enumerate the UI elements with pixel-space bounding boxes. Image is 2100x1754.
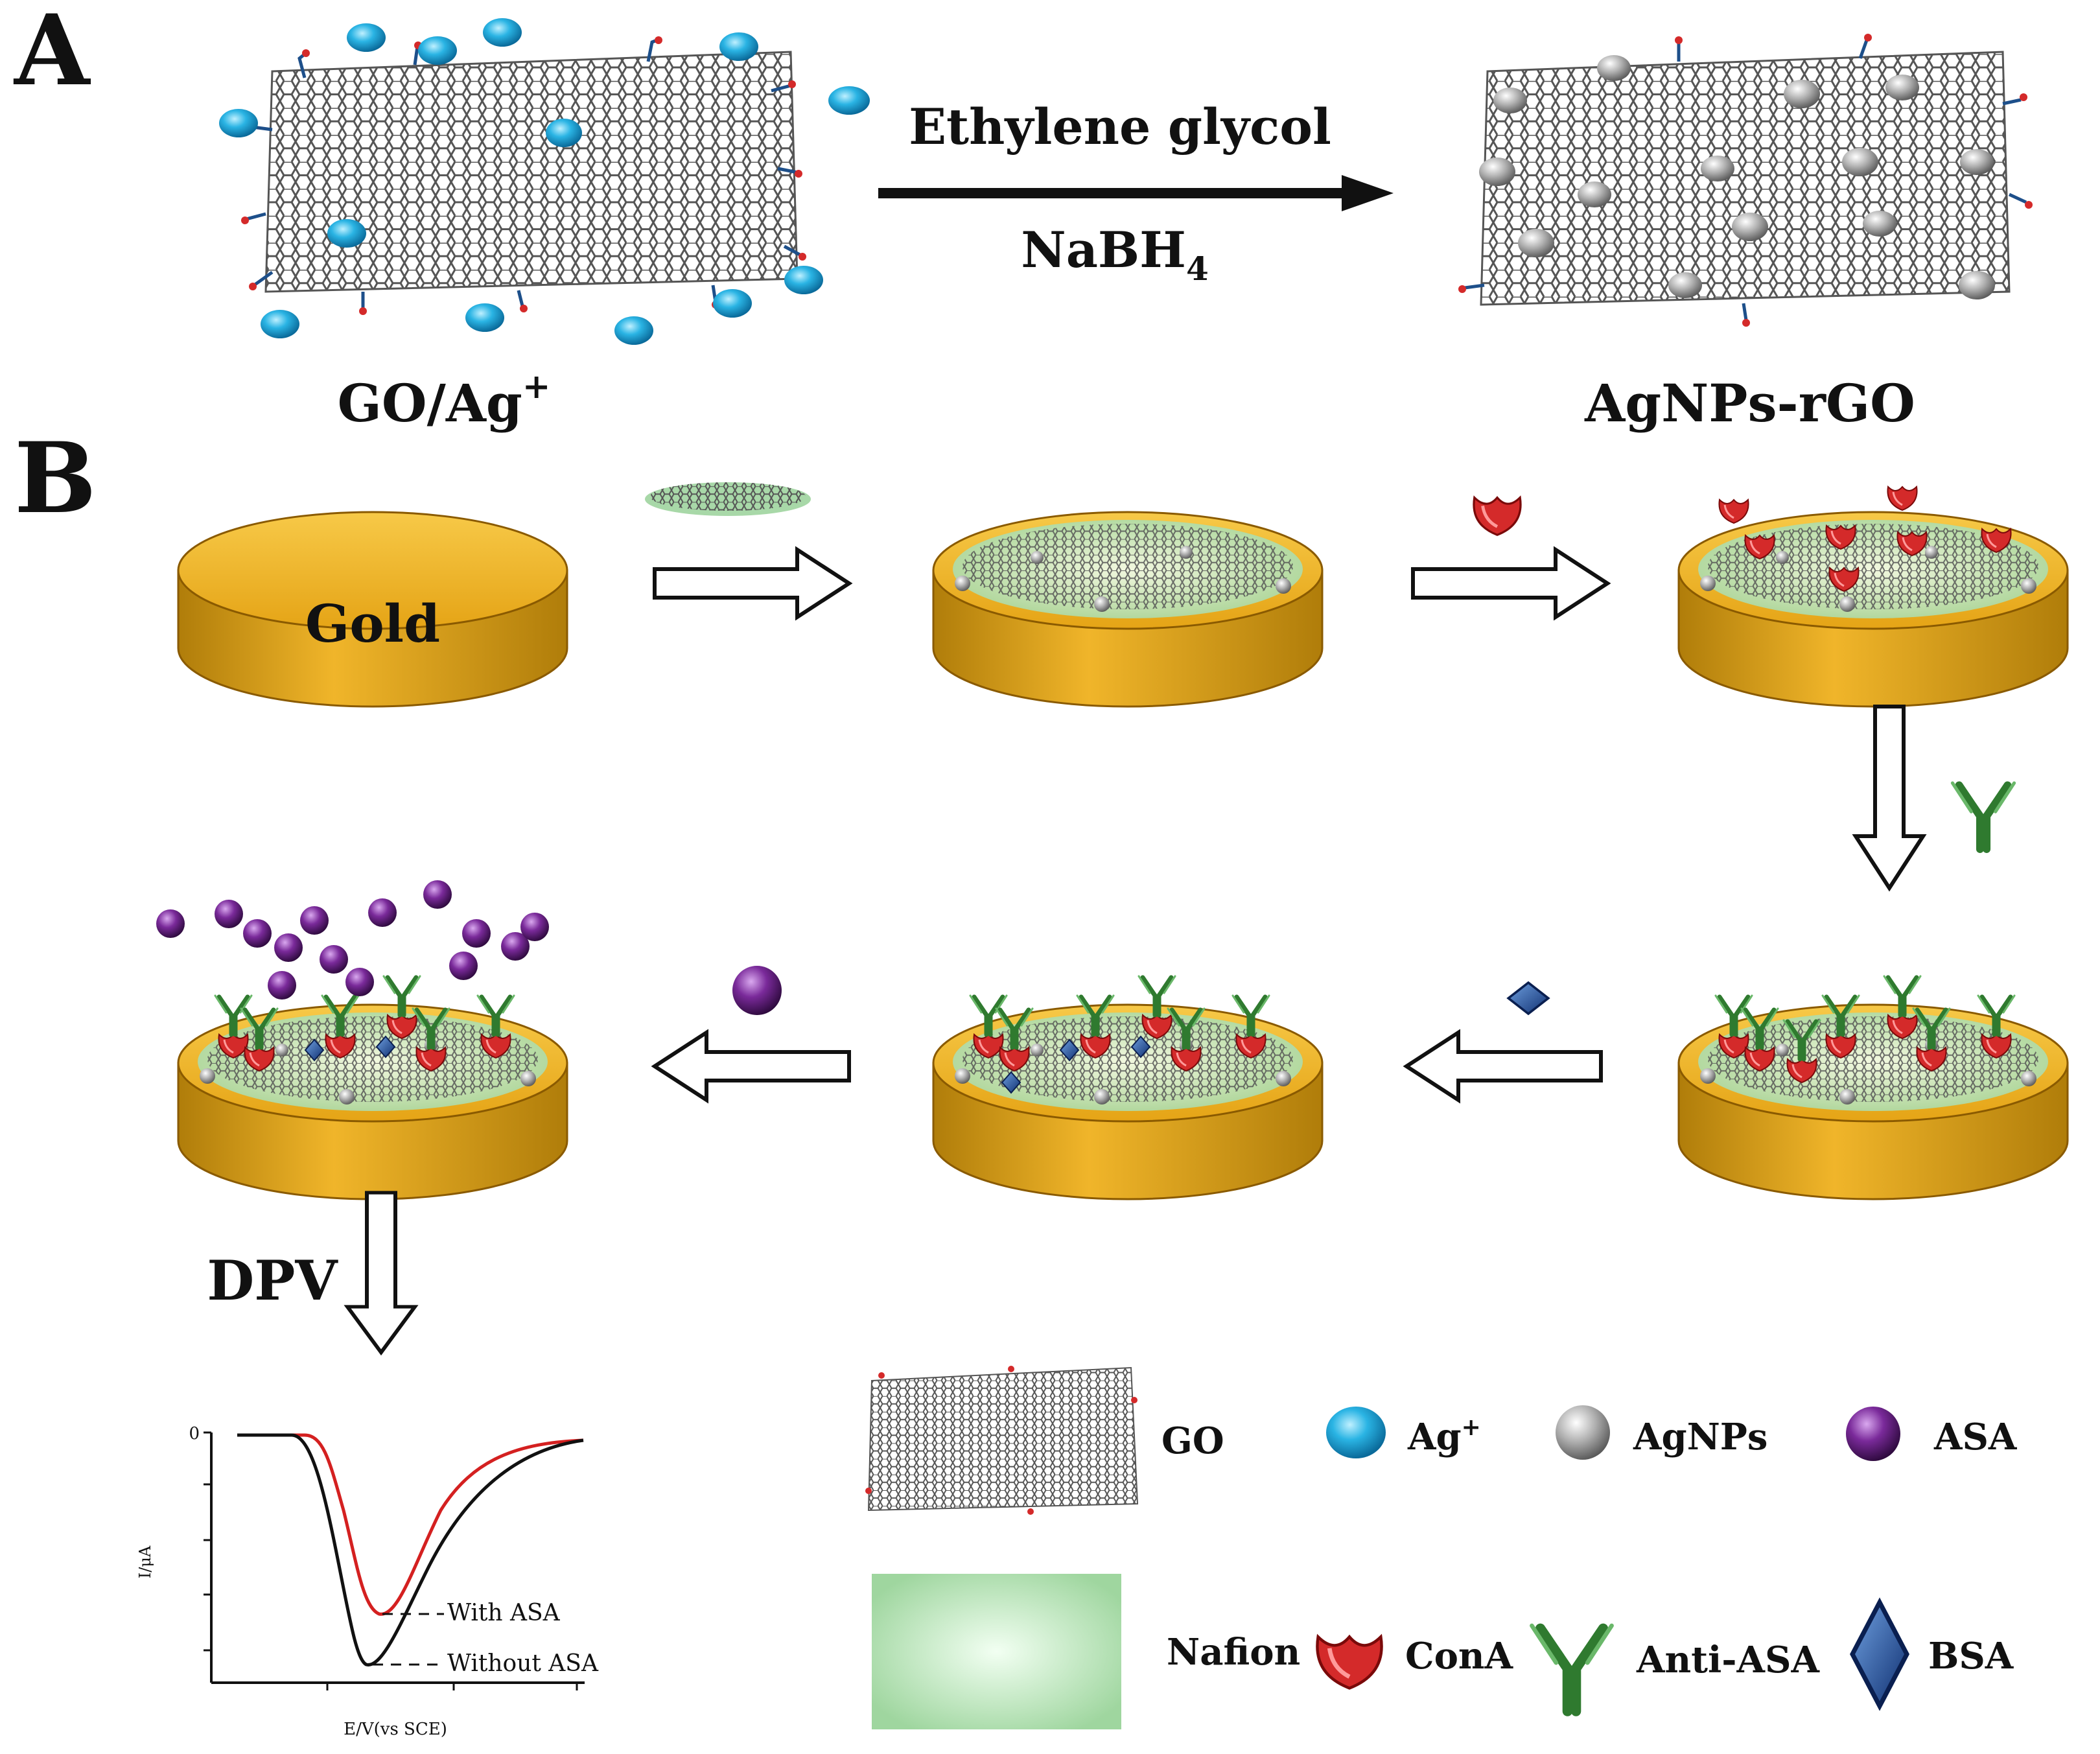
dpv-with-asa-label: With ASA — [447, 1600, 561, 1626]
arrow-step-4 — [1406, 1033, 1601, 1100]
dpv-plot: 0 I/μA E/V(vs SCE) With ASA Without ASA — [136, 1424, 599, 1739]
reagent-nabh4: NaBH4 — [1021, 221, 1209, 288]
legend-go-swatch — [865, 1366, 1139, 1515]
dpv-curve-with-asa — [237, 1433, 584, 1616]
bare-gold-electrode: Gold — [177, 511, 568, 708]
gold-label: Gold — [305, 593, 440, 654]
legend-nafion-label: Nafion — [1167, 1631, 1300, 1674]
asa-reagent-icon — [732, 966, 782, 1015]
legend-ag-ion-label: Ag+ — [1407, 1414, 1481, 1458]
reagent-ethylene-glycol: Ethylene glycol — [909, 98, 1331, 156]
arrow-dpv — [347, 1193, 415, 1352]
legend-cona-swatch — [1317, 1637, 1381, 1688]
legend-bsa-label: BSA — [1928, 1635, 2014, 1678]
anti-asa-reagent-icon — [1952, 783, 2014, 849]
electrode-anti-asa — [1679, 976, 2068, 1199]
arrow-step-3 — [1856, 707, 1923, 888]
dpv-without-asa-label: Without ASA — [447, 1650, 599, 1677]
electrode-agnps-rgo — [933, 512, 1322, 707]
dpv-label: DPV — [207, 1248, 338, 1313]
dpv-y-label: I/μA — [136, 1545, 154, 1578]
legend-cona-label: ConA — [1405, 1635, 1514, 1678]
agnp-particles — [1479, 55, 1995, 299]
legend-anti-asa-swatch — [1532, 1626, 1611, 1711]
legend-bsa-swatch — [1852, 1602, 1907, 1706]
legend-go-label: GO — [1161, 1420, 1224, 1462]
panel-b-letter: B — [14, 421, 97, 535]
cona-reagent-icon — [1474, 498, 1521, 535]
label-agnps-rgo: AgNPs-rGO — [1584, 373, 1915, 434]
dpv-x-label: E/V(vs SCE) — [344, 1720, 447, 1739]
label-go-ag: GO/Ag+ — [338, 367, 551, 434]
arrow-step-1 — [655, 550, 849, 617]
legend: GO Ag+ AgNPs ASA Nafion ConA Anti-ASA BS… — [865, 1366, 2018, 1729]
legend-anti-asa-label: Anti-ASA — [1636, 1639, 1820, 1681]
ag-ion-particles — [219, 18, 870, 345]
go-ag-sheet — [219, 18, 870, 345]
agnps-rgo-sheet — [1458, 34, 2033, 327]
arrow-step-5 — [655, 1033, 849, 1100]
legend-agnps-label: AgNPs — [1633, 1416, 1768, 1458]
dpv-curve-without-asa — [237, 1433, 584, 1666]
legend-ag-ion-swatch — [1326, 1407, 1386, 1458]
electrode-cona — [1679, 485, 2068, 707]
legend-nafion-swatch — [872, 1574, 1121, 1729]
arrow-step-2 — [1413, 550, 1607, 617]
bsa-reagent-icon — [1508, 983, 1548, 1014]
electrode-asa — [156, 880, 567, 1199]
dpv-y-tick-zero: 0 — [189, 1424, 200, 1444]
agnps-rgo-nafion-mini — [645, 482, 811, 516]
legend-agnps-swatch — [1556, 1405, 1610, 1460]
panel-a-letter: A — [13, 0, 91, 108]
legend-asa-swatch — [1846, 1407, 1900, 1461]
legend-asa-label: ASA — [1933, 1416, 2018, 1458]
electrode-bsa — [933, 976, 1322, 1199]
reaction-arrow-a — [878, 175, 1394, 211]
